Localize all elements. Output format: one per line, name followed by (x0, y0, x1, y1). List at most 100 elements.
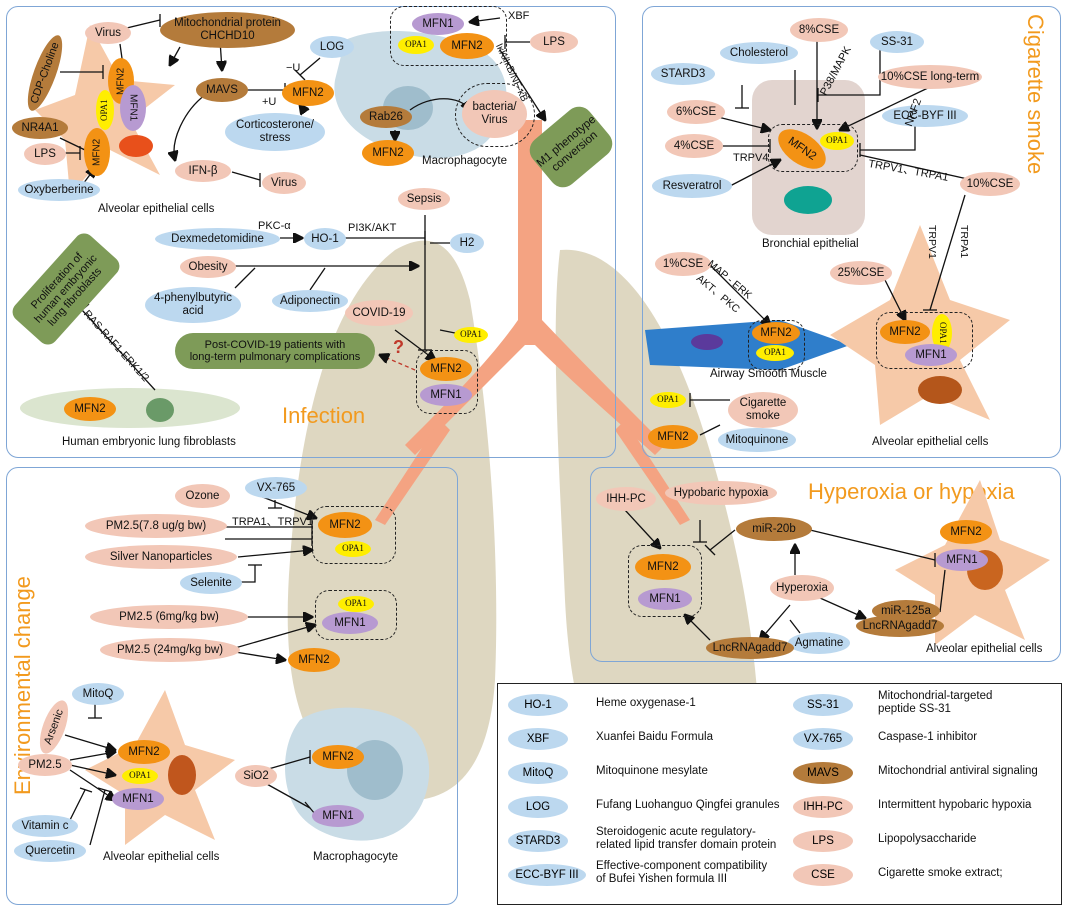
label-xbf: XBF (508, 10, 530, 22)
edge-agm (789, 619, 801, 634)
node-sepsis: Sepsis (398, 188, 450, 210)
node-mfn1-mac: MFN1 (412, 13, 464, 35)
node-mfn2-c: MFN2 (84, 128, 110, 176)
group-covid-mfn (416, 350, 478, 414)
legend-text-6: Mitochondrial-targeted peptide SS-31 (878, 690, 993, 716)
node-opa1-a: OPA1 (96, 90, 114, 130)
caption-macrophage-env: Macrophagocyte (313, 851, 399, 863)
legend-text-0: Heme oxygenase-1 (596, 697, 696, 709)
node-vitc: Vitamin c (12, 815, 78, 837)
caption-alveolar-infection: Alveolar epithelial cells (98, 203, 215, 215)
edge-opa1-covid (439, 329, 456, 334)
node-pm25: PM2.5 (18, 754, 72, 776)
edge-log-mfn2 (299, 57, 321, 76)
node-cse10: 10%CSE (960, 172, 1020, 196)
edge-pm25-mfn1 (69, 769, 115, 800)
edge-mir125a (939, 569, 946, 613)
node-opa1-alv: OPA1 (932, 314, 952, 352)
node-mfn2-hyp-b: MFN2 (940, 520, 992, 544)
node-cse6: 6%CSE (667, 100, 725, 124)
node-rab26: Rab26 (360, 106, 412, 128)
node-silver: Silver Nanoparticles (85, 545, 237, 569)
edge-selenite (238, 565, 256, 583)
nucleus-cigarette (918, 376, 962, 404)
node-pm6: PM2.5 (6mg/kg bw) (90, 605, 248, 629)
legend-abbr-11: CSE (793, 864, 853, 886)
group-mac-mfn (390, 6, 507, 66)
node-cse8: 8%CSE (790, 18, 848, 42)
node-covid: COVID-19 (345, 300, 413, 326)
node-opa1-mac: OPA1 (398, 36, 434, 54)
edge-cse10lt (840, 86, 931, 130)
edge-cse25 (884, 279, 905, 320)
legend-abbr-3: LOG (508, 796, 568, 818)
node-post-covid: Post-COVID-19 patients with long-term pu… (175, 333, 375, 369)
node-mir20b: miR-20b (736, 517, 812, 541)
node-sio2: SiO2 (235, 765, 277, 787)
panel-hyperoxia (590, 467, 1061, 662)
node-opa1-covid: OPA1 (454, 327, 488, 343)
panel-environmental (6, 467, 458, 905)
node-mfn2-covid: MFN2 (420, 357, 472, 381)
legend-abbr-4: STARD3 (508, 830, 568, 852)
legend-text-10: Lipopolysaccharide (878, 833, 977, 845)
edge-mitoq (699, 424, 721, 436)
node-virus: Virus (85, 22, 131, 44)
caption-bronchial: Bronchial epithelial (762, 238, 859, 250)
edge-querc (89, 789, 106, 846)
edge-ihh (624, 509, 660, 548)
node-oxyberberine: Oxyberberine (18, 179, 100, 201)
bronchus-left (375, 420, 450, 525)
node-mfn1-a: MFN1 (120, 85, 146, 131)
legend-abbr-9: IHH-PC (793, 796, 853, 818)
node-pm24: PM2.5 (24mg/kg bw) (100, 638, 240, 662)
group-bron-mfn (768, 124, 858, 172)
caption-macrophage-infection: Macrophagocyte (422, 155, 508, 167)
node-mfn2-hyp-a: MFN2 (635, 554, 691, 580)
node-log: LOG (310, 36, 354, 58)
node-mfn2-rab: MFN2 (362, 140, 414, 166)
edge-pm24a (234, 625, 315, 649)
legend-abbr-2: MitoQ (508, 762, 568, 784)
node-ss31: SS-31 (870, 31, 924, 53)
edge-ecc (860, 124, 916, 151)
legend-text-1: Xuanfei Baidu Formula (596, 731, 713, 743)
node-ho1: HO-1 (304, 228, 346, 250)
node-mfn1-covid: MFN1 (420, 384, 472, 406)
node-opa1-cs: OPA1 (650, 392, 686, 408)
node-bacteria-virus: bacteria/ Virus (462, 90, 527, 138)
caption-alveolar-env: Alveolar epithelial cells (103, 851, 220, 863)
edge-mavs-ifnb (174, 94, 206, 160)
node-h2: H2 (450, 233, 484, 253)
node-ifnb: IFN-β (175, 160, 231, 182)
node-mfn1-hyp-b: MFN1 (936, 549, 988, 571)
edge-mir20b-mfn1 (809, 529, 936, 561)
node-opa1-env-a: OPA1 (335, 541, 371, 557)
group-bacteria (455, 83, 535, 147)
edge-adipo (309, 267, 326, 291)
node-opa1-env-b: OPA1 (338, 596, 374, 612)
node-selenite: Selenite (180, 572, 242, 594)
edge-ifnb-virus (231, 171, 261, 181)
edge-ss31 (818, 45, 881, 96)
alveolar-cell-env (85, 690, 235, 845)
node-mfn1-hyp-a: MFN1 (638, 588, 692, 610)
node-mitoq-env: MitoQ (72, 683, 124, 705)
group-env-a (312, 506, 396, 564)
label-pi3k: PI3K/AKT (348, 222, 397, 234)
node-ihh-pc: IHH-PC (596, 487, 656, 511)
node-mfn2-asm: MFN2 (752, 322, 800, 344)
node-cse10-long: 10%CSE long-term (878, 65, 982, 89)
label-trpv1: TRPV1 (926, 225, 938, 259)
label-question: ? (393, 337, 404, 357)
node-hypobaric: Hypobaric hypoxia (665, 481, 777, 505)
legend-text-2: Mitoquinone mesylate (596, 765, 708, 777)
node-resveratrol: Resveratrol (652, 174, 732, 198)
node-mfn2-env-b: MFN2 (288, 648, 340, 672)
legend-text-4: Steroidogenic acute regulatory- related … (596, 826, 777, 852)
label-trpa1-trpv1: TRPA1、TRPV1 (232, 516, 314, 528)
node-mfn2-env-c: MFN2 (118, 740, 170, 764)
legend-text-9: Intermittent hypobaric hypoxia (878, 799, 1032, 811)
